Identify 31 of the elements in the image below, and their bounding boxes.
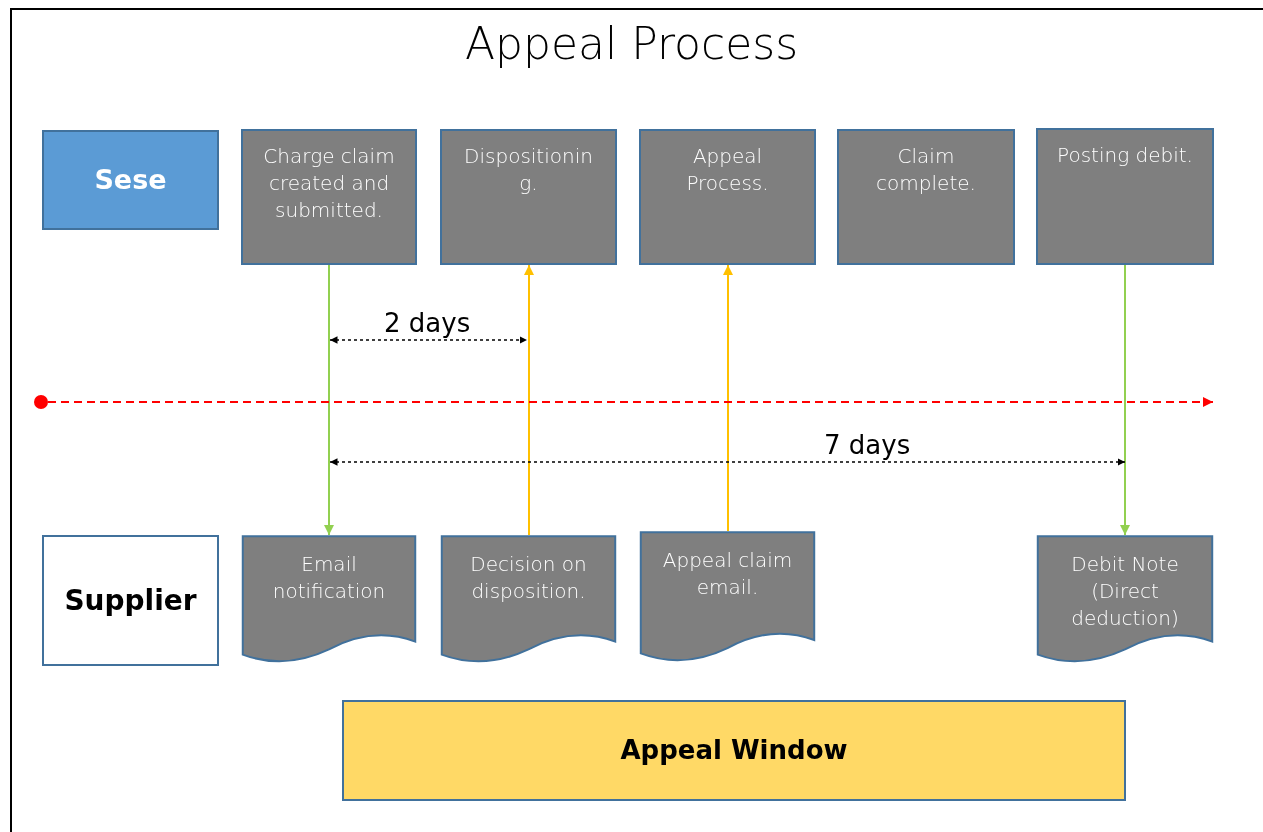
node-text: Posting debit.: [1056, 142, 1194, 169]
node-text: Sese: [93, 162, 168, 197]
document-shape: [1036, 535, 1214, 665]
process-box: [837, 129, 1015, 265]
process-box: [1036, 128, 1214, 265]
process-box: [639, 129, 816, 265]
node-text: Supplier: [63, 582, 198, 619]
process-box: [241, 129, 417, 265]
node-text: Email notification: [271, 551, 387, 605]
start-dot: [34, 395, 48, 409]
arrow: [524, 264, 534, 536]
arrow: [324, 264, 334, 536]
node-text: Appeal Window: [619, 733, 849, 767]
lane-header-box: [42, 130, 219, 230]
process-box: [440, 129, 617, 265]
node-text: Appeal claim email.: [661, 547, 794, 601]
arrow: [1120, 264, 1130, 536]
node-text: Appeal Process.: [685, 143, 770, 197]
lane-header-box: [42, 535, 219, 666]
arrow: [723, 264, 733, 532]
node-text: Claim complete.: [875, 143, 977, 197]
node-text: Charge claim created and submitted.: [262, 143, 396, 224]
document-shape: [241, 535, 417, 665]
diagram-title: Appeal Process: [463, 18, 800, 69]
window-bar: [342, 700, 1126, 801]
node-text: Decision on disposition.: [469, 551, 588, 605]
document-shape: [639, 531, 816, 664]
node-text: Debit Note (Direct deduction): [1070, 551, 1180, 632]
arrow: [47, 397, 1214, 407]
node-text: Dispositionin g.: [463, 143, 594, 197]
document-shape: [440, 535, 617, 665]
